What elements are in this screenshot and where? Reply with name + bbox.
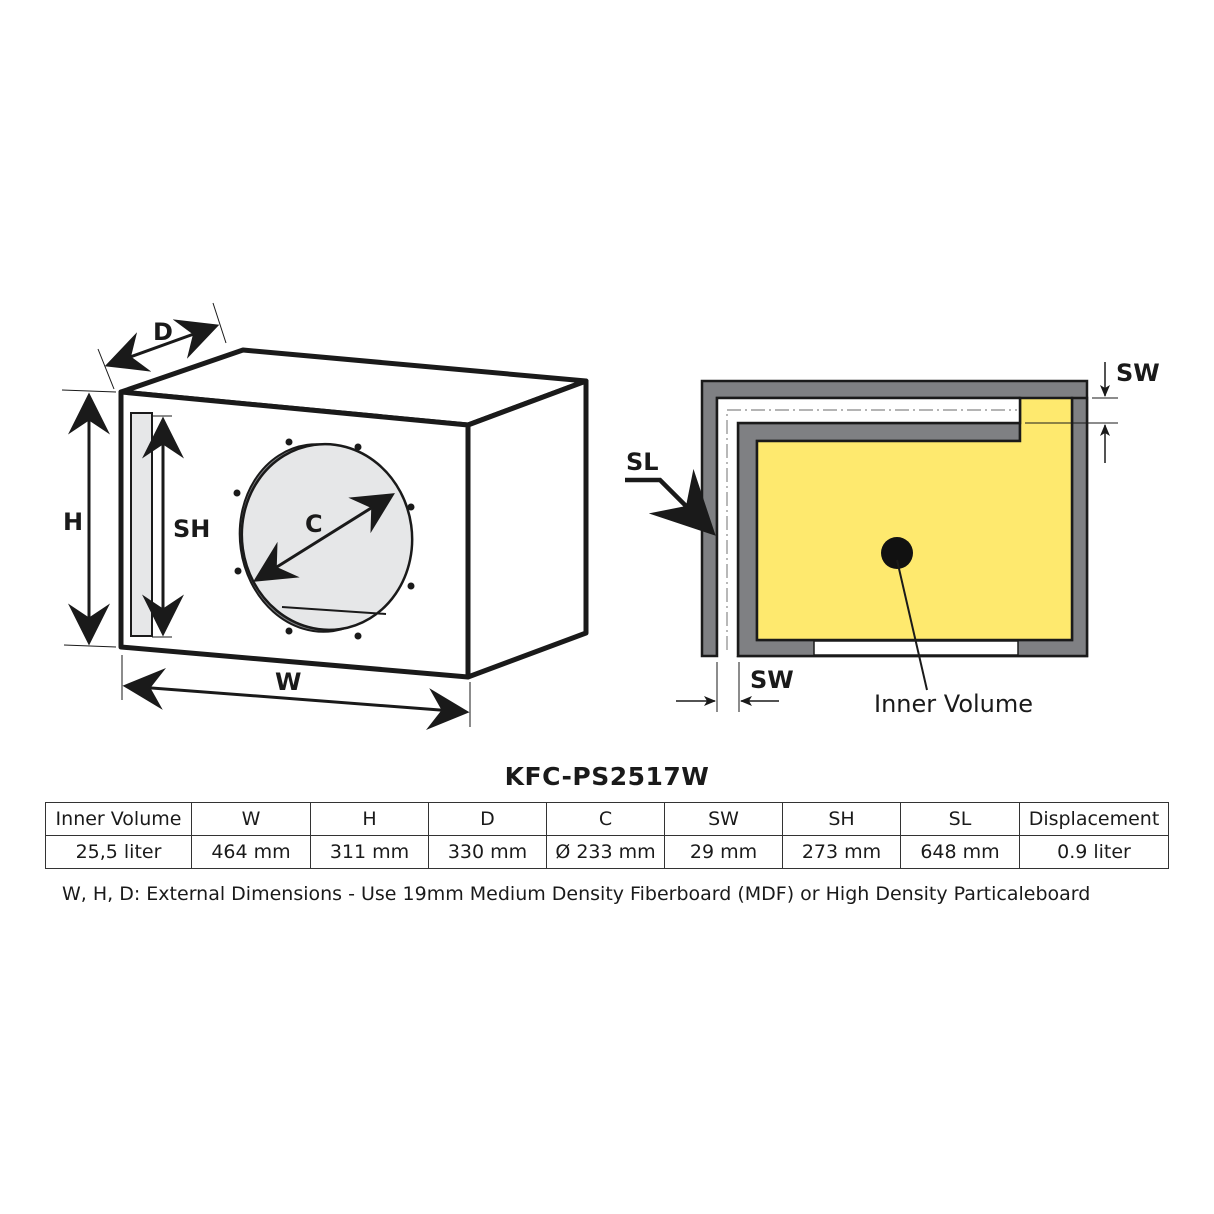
- header-w: W: [191, 802, 311, 836]
- slot-height-label: SH: [173, 515, 210, 543]
- height-label: H: [63, 508, 83, 536]
- header-c: C: [546, 802, 665, 836]
- header-sh: SH: [782, 802, 901, 836]
- value-sh: 273 mm: [782, 835, 901, 869]
- mounting-holes: [233, 438, 415, 640]
- value-c: Ø 233 mm: [546, 835, 665, 869]
- inner-volume-marker: [881, 537, 913, 569]
- slot-port: [130, 412, 153, 637]
- width-dimension: [122, 667, 470, 731]
- value-sl: 648 mm: [900, 835, 1020, 869]
- inner-volume-area: [755, 396, 1074, 642]
- cutout-label: C: [305, 510, 323, 538]
- spec-table: Inner Volume W H D C SW SH SL Displaceme…: [45, 802, 1169, 869]
- value-displacement: 0.9 liter: [1019, 835, 1169, 869]
- cutout-diameter-dimension: [253, 493, 395, 582]
- header-d: D: [428, 802, 547, 836]
- header-inner-volume: Inner Volume: [45, 802, 192, 836]
- slot-length-label: SL: [626, 448, 659, 476]
- value-inner-volume: 25,5 liter: [45, 835, 192, 869]
- slot-width-bottom-label: SW: [750, 666, 794, 694]
- model-title: KFC-PS2517W: [504, 762, 710, 791]
- header-sw: SW: [664, 802, 783, 836]
- section-view: SW SW SL Inner Volume: [625, 359, 1160, 718]
- slot-length-centerline: [726, 409, 1017, 650]
- spec-value-row: 25,5 liter 464 mm 311 mm 330 mm Ø 233 mm…: [45, 835, 1169, 869]
- box-side-face: [465, 378, 589, 680]
- width-label: W: [275, 668, 301, 696]
- value-w: 464 mm: [191, 835, 311, 869]
- depth-dimension: [104, 319, 220, 372]
- header-h: H: [310, 802, 429, 836]
- header-sl: SL: [900, 802, 1020, 836]
- inner-volume-label: Inner Volume: [874, 690, 1033, 718]
- slot-length-pointer: [625, 468, 716, 536]
- value-d: 330 mm: [428, 835, 547, 869]
- slot-width-top-label: SW: [1116, 359, 1160, 387]
- spec-header-row: Inner Volume W H D C SW SH SL Displaceme…: [45, 802, 1169, 836]
- value-h: 311 mm: [310, 835, 429, 869]
- dimensions-note: W, H, D: External Dimensions - Use 19mm …: [62, 883, 1091, 905]
- enclosure-diagram: SH H D W C: [61, 302, 1160, 731]
- value-sw: 29 mm: [664, 835, 783, 869]
- header-displacement: Displacement: [1019, 802, 1169, 836]
- depth-label: D: [153, 318, 173, 346]
- box-3d-view: SH H D W C: [61, 302, 589, 731]
